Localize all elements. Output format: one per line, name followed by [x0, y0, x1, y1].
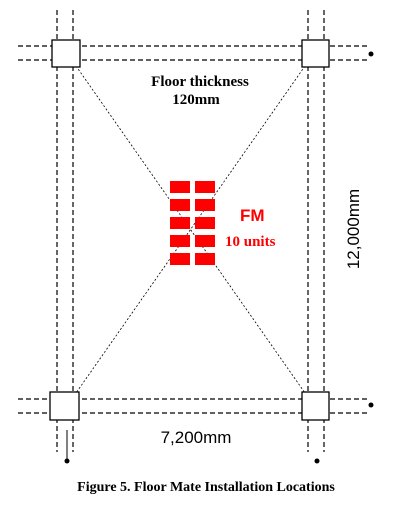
- diagonal-top-left-to-bottom-right: [75, 65, 306, 394]
- end-dot-bottom-right-column: [314, 458, 320, 464]
- floor-mate-unit: [195, 217, 215, 229]
- floor-mate-unit: [195, 181, 215, 193]
- horizontal-span-label: 7,200mm: [161, 428, 232, 447]
- columns: [49, 39, 330, 421]
- figure-caption: Figure 5. Floor Mate Installation Locati…: [77, 480, 335, 495]
- floor-mate-unit: [195, 199, 215, 211]
- column-top-left: [51, 39, 81, 68]
- vertical-span-label: 12,000mm: [344, 189, 363, 269]
- floor-mate-unit: [170, 217, 190, 229]
- end-dot-bottom-right: [368, 402, 374, 408]
- floor-mate-unit: [170, 199, 190, 211]
- column-bottom-right: [301, 391, 330, 421]
- diagonal-lines: [75, 65, 306, 394]
- grid-end-markers: [64, 51, 374, 464]
- floor-mate-unit: [170, 253, 190, 265]
- end-dot-bottom-left: [64, 458, 70, 464]
- floor-mate-units: [170, 181, 215, 265]
- column-bottom-left: [49, 391, 80, 421]
- floor-mate-unit: [195, 253, 215, 265]
- slab-thickness-value: 120mm: [172, 92, 220, 108]
- floor-mate-unit: [170, 181, 190, 193]
- column-top-right: [301, 39, 330, 68]
- diagonal-top-right-to-bottom-left: [75, 65, 306, 394]
- device-count-label: 10 units: [225, 234, 276, 250]
- floor-mate-unit: [170, 235, 190, 247]
- device-label: FM: [240, 206, 265, 225]
- floor-mate-unit: [195, 235, 215, 247]
- end-dot-top-right: [368, 51, 374, 57]
- slab-thickness-label: Floor thickness: [151, 74, 249, 90]
